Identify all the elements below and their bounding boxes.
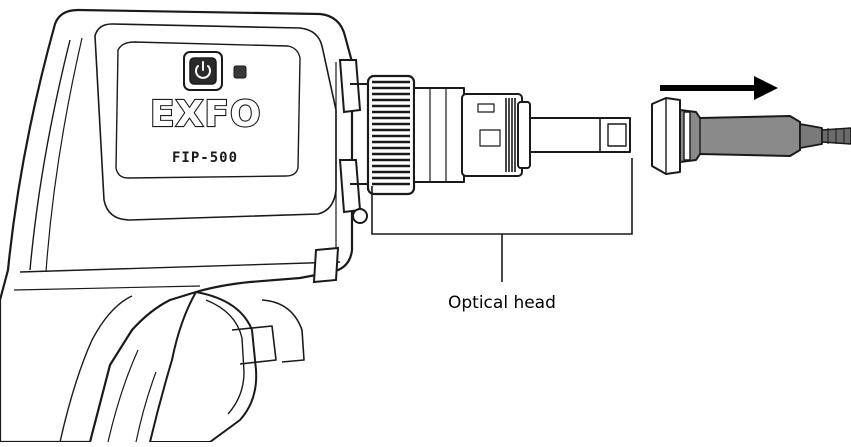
- status-led: [233, 65, 247, 79]
- power-icon: [195, 61, 211, 79]
- probe-body: [0, 8, 354, 444]
- power-button: [183, 51, 223, 91]
- optical-head: [366, 74, 631, 196]
- knurling-2: [505, 98, 516, 172]
- tip-flange: [517, 101, 531, 169]
- head-barrel: [413, 87, 465, 183]
- optical-head-bracket: [371, 158, 633, 282]
- knurling: [372, 80, 410, 186]
- model-label: FIP-500: [172, 150, 238, 166]
- tip-shaft: [529, 117, 631, 153]
- fiber-connector: [651, 97, 851, 175]
- brand-logo: EXFO: [150, 94, 262, 135]
- arrow-right-icon: [660, 76, 778, 100]
- nose-latches: [312, 59, 370, 284]
- optical-head-label: Optical head: [448, 293, 556, 313]
